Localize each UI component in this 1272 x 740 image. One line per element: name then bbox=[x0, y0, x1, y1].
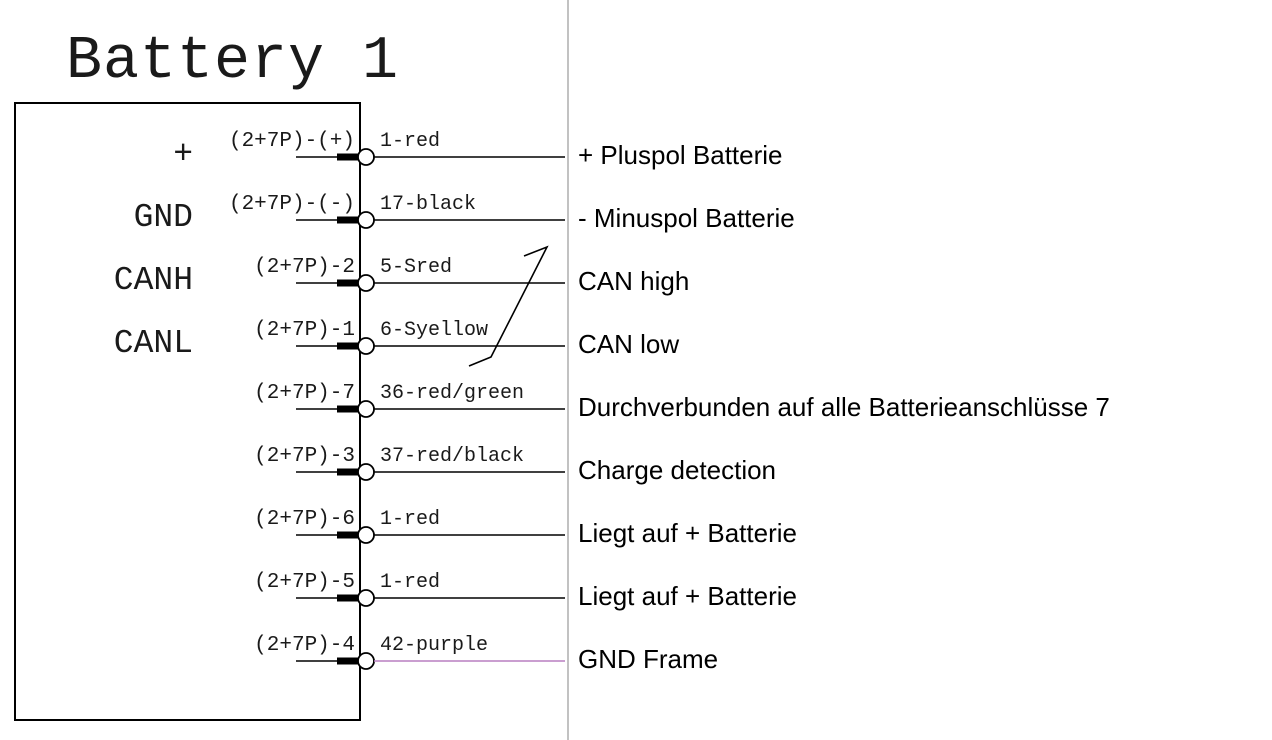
wire-label: 36-red/green bbox=[380, 382, 525, 405]
wire-label: 42-purple bbox=[380, 634, 489, 657]
connection-description: - Minuspol Batterie bbox=[578, 203, 795, 233]
pin-label: (2+7P)-4 bbox=[254, 634, 355, 657]
wire-label: 1-red bbox=[380, 571, 441, 594]
wire-row bbox=[296, 589, 565, 607]
pin-label: (2+7P)-6 bbox=[254, 508, 355, 531]
wire-label: 1-red bbox=[380, 130, 441, 153]
internal-pin-label: GND bbox=[133, 199, 193, 236]
twisted-pair-symbol bbox=[468, 245, 549, 367]
internal-pin-label: + bbox=[173, 136, 193, 173]
connector-circle bbox=[357, 463, 375, 481]
wire-row bbox=[296, 337, 565, 355]
wire-row bbox=[296, 652, 565, 670]
diagram-title: Battery 1 bbox=[66, 28, 400, 96]
wire-row bbox=[296, 526, 565, 544]
connection-description: CAN low bbox=[578, 329, 680, 359]
internal-pin-label: CANL bbox=[113, 325, 193, 362]
connection-description: GND Frame bbox=[578, 644, 719, 674]
wire-row bbox=[296, 211, 565, 229]
pin-label: (2+7P)-3 bbox=[254, 445, 355, 468]
wire-row bbox=[296, 148, 565, 166]
connector-circle bbox=[357, 211, 375, 229]
wire-row bbox=[296, 274, 565, 292]
connector-circle bbox=[357, 589, 375, 607]
connector-circle bbox=[357, 274, 375, 292]
wire-label: 5-Sred bbox=[380, 256, 453, 279]
connection-description: Durchverbunden auf alle Batterieanschlüs… bbox=[578, 392, 1110, 422]
pin-label: (2+7P)-5 bbox=[254, 571, 355, 594]
wire-row bbox=[296, 463, 565, 481]
connector-circle bbox=[357, 337, 375, 355]
pin-label: (2+7P)-(+) bbox=[228, 130, 355, 153]
connector-circle bbox=[357, 400, 375, 418]
wire-label: 37-red/black bbox=[380, 445, 525, 468]
connection-description: + Pluspol Batterie bbox=[578, 140, 783, 170]
connector-circle bbox=[357, 526, 375, 544]
wire-label: 17-black bbox=[380, 193, 477, 216]
pin-label: (2+7P)-7 bbox=[254, 382, 355, 405]
connection-description: Liegt auf + Batterie bbox=[578, 581, 797, 611]
pin-label: (2+7P)-(-) bbox=[228, 193, 355, 216]
wire-label: 6-Syellow bbox=[380, 319, 489, 342]
connection-description: Charge detection bbox=[578, 455, 777, 485]
wire-label: 1-red bbox=[380, 508, 441, 531]
connector-circle bbox=[357, 652, 375, 670]
pin-label: (2+7P)-2 bbox=[254, 256, 355, 279]
internal-pin-label: CANH bbox=[113, 262, 193, 299]
connection-description: Liegt auf + Batterie bbox=[578, 518, 797, 548]
connection-description: CAN high bbox=[578, 266, 690, 296]
wire-row bbox=[296, 400, 565, 418]
connector-circle bbox=[357, 148, 375, 166]
pin-label: (2+7P)-1 bbox=[254, 319, 355, 342]
